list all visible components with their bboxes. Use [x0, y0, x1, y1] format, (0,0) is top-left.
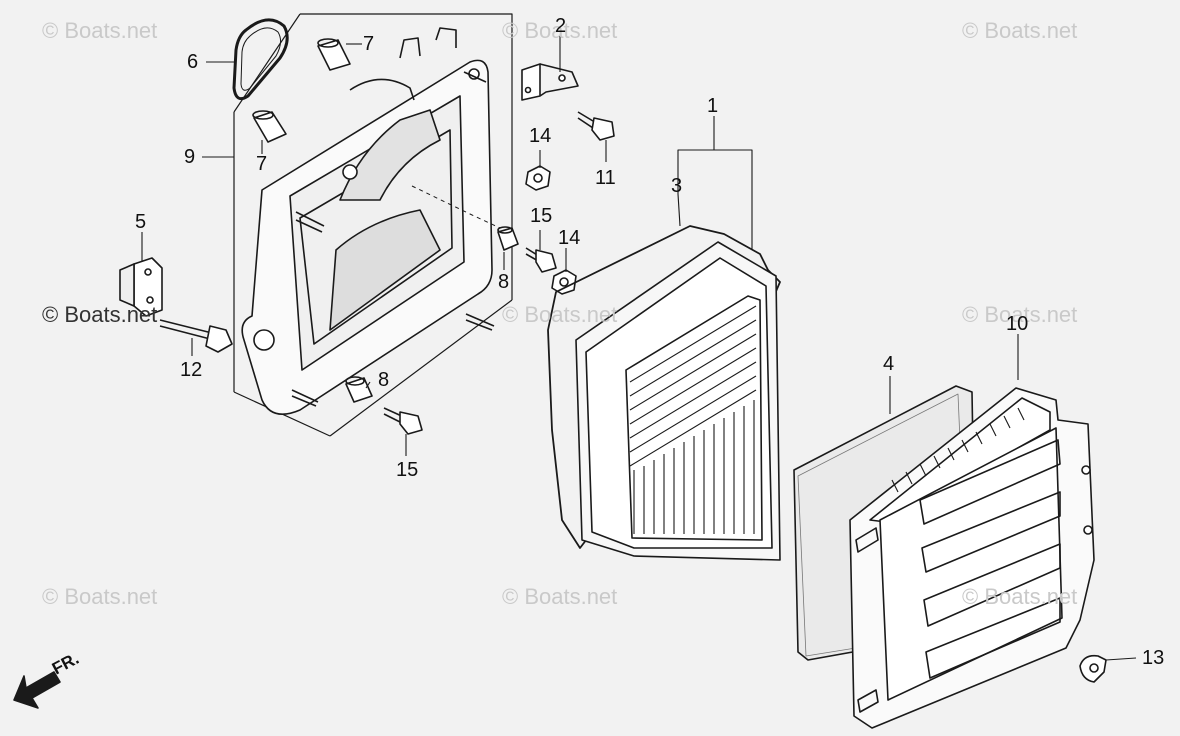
watermark-mid-right: © Boats.net — [962, 302, 1078, 327]
air-filter-element — [575, 241, 781, 561]
callout-10: 10 — [1006, 313, 1029, 335]
callout-4: 4 — [883, 353, 895, 375]
watermark-top-center: © Boats.net — [502, 18, 618, 43]
front-direction-arrow — [13, 671, 61, 709]
callout-15-lower: 15 — [396, 459, 419, 481]
callout-7-lower: 7 — [256, 153, 268, 175]
bolt-15-upper — [525, 247, 557, 273]
callout-2: 2 — [555, 15, 567, 37]
watermark-bottom-right: © Boats.net — [962, 584, 1078, 609]
seal-ring — [232, 18, 289, 101]
callout-3: 3 — [671, 175, 683, 197]
collar-upper — [317, 38, 351, 71]
callout-12: 12 — [180, 359, 203, 381]
watermark-bottom-left: © Boats.net — [42, 584, 158, 609]
grommet-upper — [497, 226, 519, 251]
watermark-mid-center: © Boats.net — [502, 302, 618, 327]
air-cleaner-case — [241, 27, 495, 416]
callout-1: 1 — [707, 95, 719, 117]
callout-6: 6 — [187, 51, 199, 73]
callout-14-upper: 14 — [529, 125, 552, 147]
grommet-lower — [345, 376, 373, 403]
watermark-top-left: © Boats.net — [42, 18, 158, 43]
air-cleaner-cover — [849, 387, 1095, 729]
callout-15-upper: 15 — [530, 205, 553, 227]
bolt-15-lower — [383, 407, 423, 435]
wing-nut — [1079, 654, 1107, 683]
flange-bolt-long — [159, 319, 233, 353]
callout-8-upper: 8 — [498, 271, 510, 293]
bolt-11 — [577, 111, 615, 141]
callout-8-lower: 8 — [378, 369, 390, 391]
callout-14-lower: 14 — [558, 227, 581, 249]
watermark-top-right: © Boats.net — [962, 18, 1078, 43]
callout-11: 11 — [595, 167, 616, 189]
assembly-outline — [233, 13, 513, 437]
collar-lower — [252, 110, 287, 143]
gasket — [547, 225, 781, 549]
watermark-bottom-center: © Boats.net — [502, 584, 618, 609]
callout-9: 9 — [184, 146, 196, 168]
leader-lines — [141, 36, 1137, 661]
callout-7-upper: 7 — [363, 33, 375, 55]
bracket-support — [119, 257, 163, 317]
bracket-stay — [521, 63, 579, 101]
watermark-mid-left: © Boats.net — [42, 302, 158, 327]
nut-14-upper — [525, 165, 551, 191]
callout-5: 5 — [135, 211, 147, 233]
callout-13: 13 — [1142, 647, 1165, 669]
nut-14-lower — [551, 269, 577, 295]
